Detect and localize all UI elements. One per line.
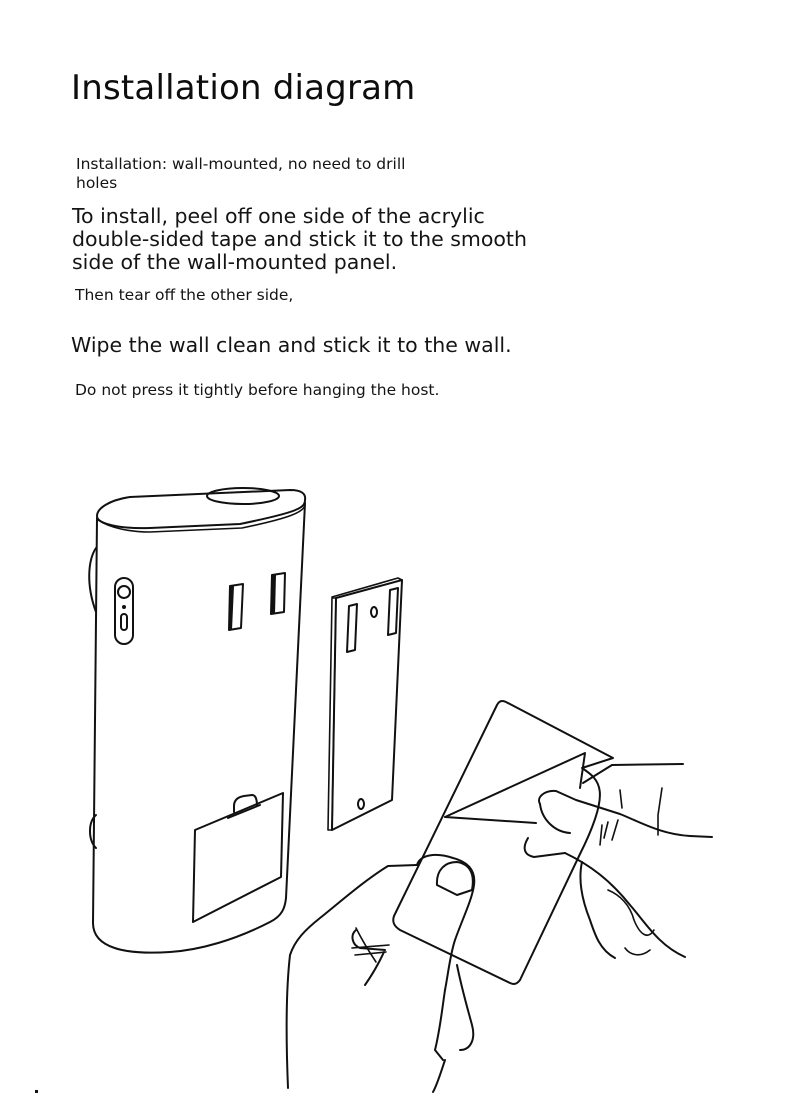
host-unit-drawing: [88, 487, 307, 954]
tape-and-hands-drawing: [285, 700, 713, 1093]
wipe-wall-instruction: Wipe the wall clean and stick it to the …: [71, 333, 512, 357]
peel-tape-instruction: To install, peel off one side of the acr…: [72, 204, 527, 274]
do-not-press-warning: Do not press it tightly before hanging t…: [75, 381, 440, 399]
tear-other-side-instruction: Then tear off the other side,: [75, 286, 294, 304]
installation-method-text: Installation: wall-mounted, no need to d…: [76, 155, 406, 192]
wall-mount-panel-drawing: [327, 577, 403, 831]
stray-mark: [35, 1090, 38, 1093]
page-title: Installation diagram: [71, 68, 416, 108]
